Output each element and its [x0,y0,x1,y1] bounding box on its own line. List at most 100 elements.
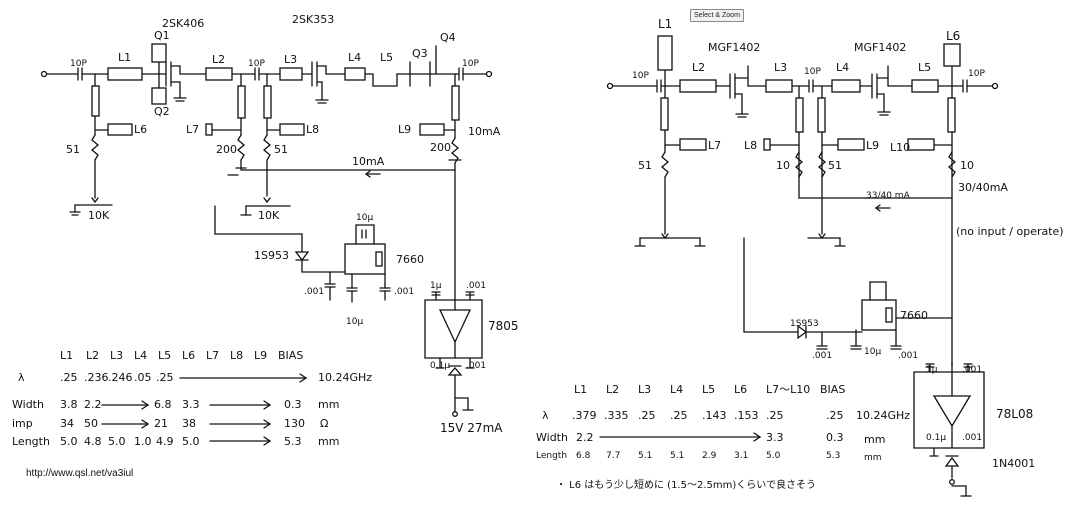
label-q1: Q1 [154,29,170,42]
label-l7: L7 [186,123,200,136]
label-c001d: .001 [466,361,487,371]
lt-cell-tail: 130 [284,417,305,430]
label-c-out: 10P [462,59,479,69]
lt-cell: .25 [156,371,174,384]
label-c1u-left: 1μ [430,281,442,291]
rt-header: L2 [606,383,620,396]
left-schematic-wires [40,43,493,417]
label-r200a: 200 [216,143,237,156]
lt-cell-tail: 10.24GHz [318,371,373,384]
r-label-c001a: .001 [812,351,833,361]
rt-japanese-note: ・ L6 はもう少し短めに (1.5～2.5mm)くらいで良さそう [556,480,816,491]
table-arrows [101,373,762,446]
rt-cell: 7.7 [606,451,621,461]
r-label-l5: L5 [918,61,932,74]
r-label-l4: L4 [836,61,850,74]
r-label-fet2: MGF1402 [854,41,907,54]
r-label-fet1: MGF1402 [708,41,761,54]
label-diode-1s953: 1S953 [254,249,289,262]
r-label-diode: 1S953 [790,319,819,329]
label-c-mid: 10P [248,59,265,69]
rt-header: L4 [670,383,684,396]
label-c001a: .001 [304,287,325,297]
lt-cell: .05 [134,371,152,384]
rt-cell: 5.1 [638,451,653,461]
rt-cell: 2.9 [702,451,717,461]
rt-cell-unit: mm [864,433,886,446]
rt-cell-extra: 0.3 [826,431,844,444]
lt-header-l1: L1 [60,349,74,362]
label-10ma-a: 10mA [468,125,501,138]
lt-cell: 38 [182,417,196,430]
lt-header-l8: L8 [230,349,244,362]
r-label-c001c: .001 [962,365,983,375]
label-l8: L8 [306,123,320,136]
label-l9: L9 [398,123,412,136]
r-label-current: 33/40 mA [866,191,910,201]
rt-row-label: Width [536,431,568,444]
r-label-c-out: 10P [968,69,985,79]
label-r51a: 51 [66,143,80,156]
r-label-r10a: 10 [776,159,790,172]
lt-cell-unit: mm [318,398,340,411]
r-label-c-in: 10P [632,71,649,81]
label-2sk353: 2SK353 [292,13,335,26]
lt-cell-unit: mm [318,435,340,448]
lt-cell: 21 [154,417,168,430]
rt-header-bias: BIAS [820,383,846,396]
label-l6: L6 [134,123,148,136]
r-label-l2: L2 [692,61,706,74]
r-label-l6: L6 [946,29,961,43]
lt-cell: 5.0 [108,435,126,448]
label-10ma-b: 10mA [352,155,385,168]
rt-cell-unit: mm [864,453,882,463]
r-label-current2: 30/40mA [958,181,1008,194]
r-label-c-mid: 10P [804,67,821,77]
lt-cell: .246 [108,371,133,384]
lt-cell: 3.3 [182,398,200,411]
lt-cell: 34 [60,417,74,430]
label-c001c: .001 [466,281,487,291]
r-label-78l08: 78L08 [996,407,1034,421]
rt-row-label: Length [536,451,568,461]
rt-cell-tail: 3.3 [766,431,784,444]
r-label-l3: L3 [774,61,788,74]
lt-header-l9: L9 [254,349,268,362]
label-q4: Q4 [440,31,456,44]
lt-row-label: Length [12,435,50,448]
label-c001b: .001 [394,287,415,297]
right-schematic-wires [606,35,999,497]
lt-cell: 4.8 [84,435,102,448]
rt-cell: .25 [638,409,656,422]
rt-cell: .379 [572,409,597,422]
rt-row-label: λ [542,409,549,422]
rt-cell: .143 [702,409,727,422]
label-7805: 7805 [488,319,519,333]
source-url-link[interactable]: http://www.qsl.net/va3iul [26,468,134,479]
rt-cell: 5.0 [766,451,781,461]
label-l4: L4 [348,51,362,64]
lt-header-bias: BIAS [278,349,304,362]
r-label-l7: L7 [708,139,722,152]
label-l3: L3 [284,53,298,66]
label-c10u-bot: 10μ [346,317,364,327]
r-label-c01u: 0.1μ [926,433,947,443]
lt-cell: 5.0 [60,435,78,448]
label-c-in: 10P [70,59,87,69]
rt-cell: .25 [826,409,844,422]
r-label-r51a: 51 [638,159,652,172]
label-pot1: 10K [88,209,110,222]
rt-cell: 5.1 [670,451,685,461]
lt-row-label: imp [12,417,33,430]
r-label-l9: L9 [866,139,880,152]
rt-cell: .335 [604,409,629,422]
r-label-c10u: 10μ [864,347,882,357]
r-label-l8: L8 [744,139,758,152]
r-label-c001d: .001 [962,433,983,443]
r-label-c001b: .001 [898,351,919,361]
lt-cell: .236 [84,371,109,384]
label-c01u-left: 0.1μ [430,361,451,371]
select-zoom-button[interactable]: Select & Zoom [690,9,744,22]
label-supply: 15V 27mA [440,421,503,435]
rt-cell-tail: 5.3 [826,451,841,461]
